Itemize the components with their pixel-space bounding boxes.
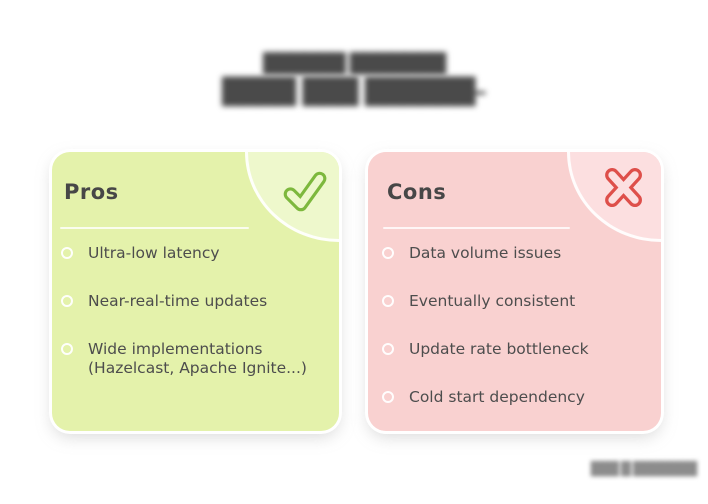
- circle-bullet-icon: [382, 247, 394, 259]
- cons-corner-arc: [567, 152, 661, 242]
- list-item: Data volume issues: [382, 244, 589, 263]
- cons-item-label: Data volume issues: [409, 244, 562, 262]
- cons-item-label: Update rate bottleneck: [409, 340, 589, 358]
- list-item: Eventually consistent: [382, 292, 589, 311]
- pros-item-label: Ultra-low latency: [88, 244, 220, 262]
- title-line2-redacted: ████ ███ ██████–: [222, 77, 487, 106]
- pros-item-label: Wide implementations (Hazelcast, Apache …: [88, 340, 307, 377]
- list-item: Cold start dependency: [382, 388, 589, 407]
- x-icon: [605, 168, 642, 208]
- pros-divider: [60, 227, 249, 229]
- cons-divider: [383, 227, 570, 229]
- watermark-redacted: ███ █ ███████: [590, 462, 697, 477]
- title-line1-redacted: ██████ ███████: [263, 53, 446, 75]
- list-item: Wide implementations (Hazelcast, Apache …: [61, 340, 314, 378]
- circle-bullet-icon: [382, 391, 394, 403]
- pros-list: Ultra-low latency Near-real-time updates…: [61, 244, 314, 407]
- pros-item-label: Near-real-time updates: [88, 292, 268, 310]
- circle-bullet-icon: [61, 343, 73, 355]
- circle-bullet-icon: [382, 295, 394, 307]
- list-item: Update rate bottleneck: [382, 340, 589, 359]
- cons-item-label: Cold start dependency: [409, 388, 585, 406]
- pros-card-title: Pros: [64, 180, 119, 204]
- cons-card-title: Cons: [387, 180, 447, 204]
- page-title-blurred: ██████ ███████ ████ ███ ██████–: [0, 52, 708, 107]
- pros-card: Pros Ultra-low latency Near-real-time up…: [52, 152, 339, 431]
- circle-bullet-icon: [61, 295, 73, 307]
- cons-card: Cons Data volume issues Eventually consi…: [368, 152, 661, 431]
- list-item: Near-real-time updates: [61, 292, 314, 311]
- cons-item-label: Eventually consistent: [409, 292, 576, 310]
- list-item: Ultra-low latency: [61, 244, 314, 263]
- check-icon: [283, 171, 327, 212]
- circle-bullet-icon: [61, 247, 73, 259]
- pros-corner-arc: [245, 152, 339, 242]
- cons-list: Data volume issues Eventually consistent…: [382, 244, 589, 431]
- circle-bullet-icon: [382, 343, 394, 355]
